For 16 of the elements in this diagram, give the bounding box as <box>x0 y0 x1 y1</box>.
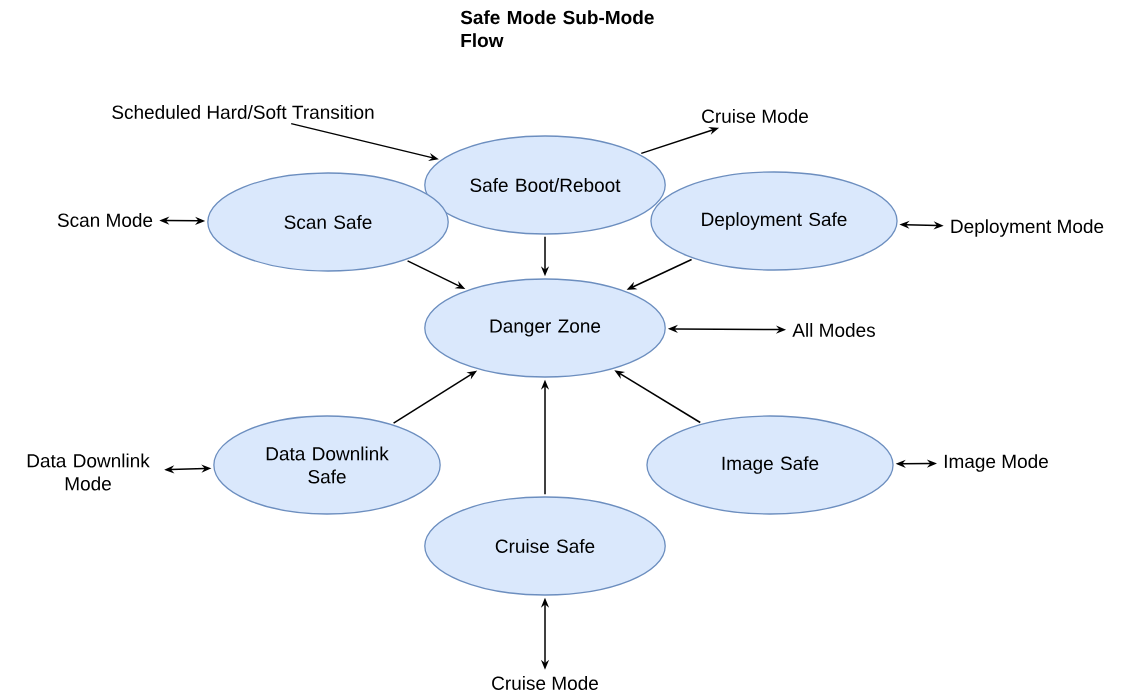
node-label: Cruise Mode <box>492 676 598 690</box>
ellipse-node: Scan Safe <box>207 172 449 272</box>
node-label: Deployment Mode <box>951 219 1104 237</box>
node-label: Cruise Mode <box>702 109 808 123</box>
node-label: Scan Mode <box>57 213 153 227</box>
node-label: Data Downlink Mode <box>27 453 150 491</box>
ellipse-node: Deployment Safe <box>650 171 898 271</box>
ellipse-node: Image Safe <box>646 415 894 515</box>
node-label: Scheduled Hard/Soft Transition <box>112 105 374 119</box>
node-label: All Modes <box>792 323 875 337</box>
ellipse-node: Safe Boot/Reboot <box>424 135 666 235</box>
ellipse-node: Data Downlink Safe <box>213 415 441 515</box>
ellipse-node: Cruise Safe <box>424 496 666 596</box>
title: Safe Mode Sub-Mode Flow <box>460 10 654 48</box>
node-label: Image Mode <box>944 454 1048 472</box>
ellipse-node: Danger Zone <box>424 278 666 378</box>
